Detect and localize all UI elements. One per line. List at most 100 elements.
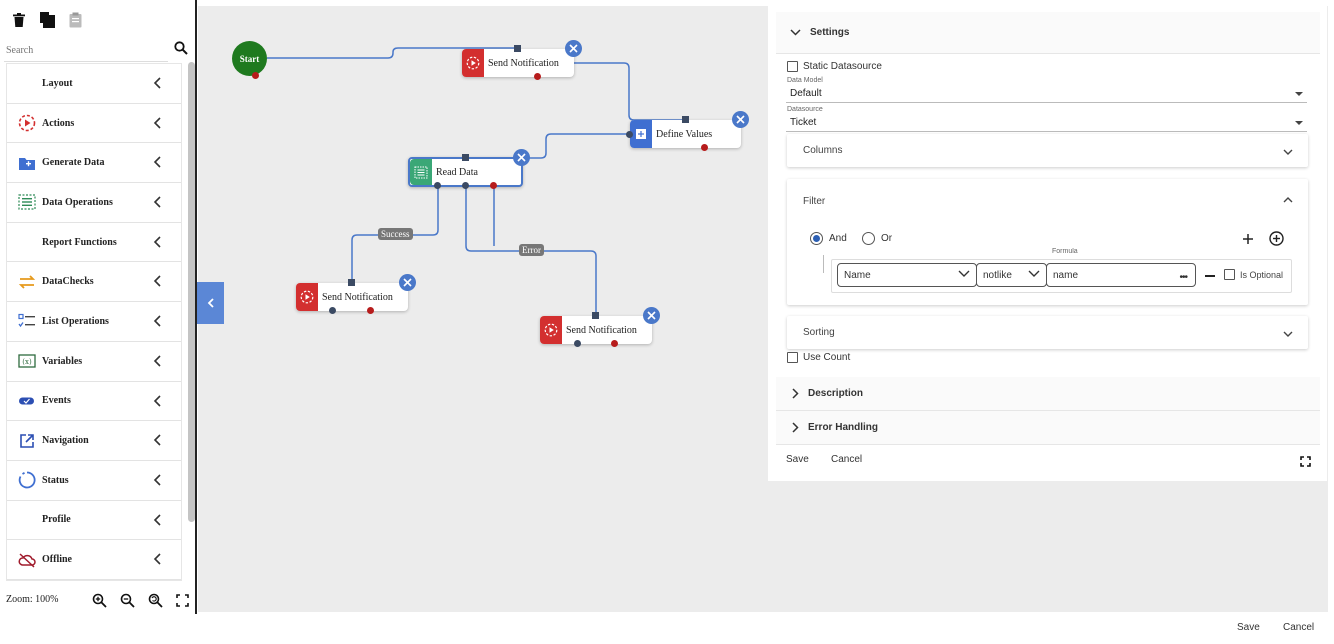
node-output-port[interactable] (611, 340, 618, 347)
close-icon[interactable] (399, 274, 416, 291)
data-model-select[interactable]: Default (786, 85, 1307, 103)
more-icon[interactable]: ••• (1179, 272, 1187, 283)
palette-item-label: Navigation (42, 435, 89, 447)
remove-filter-icon[interactable] (1205, 275, 1215, 277)
palette-item-label: Actions (42, 117, 75, 129)
is-optional-checkbox[interactable] (1224, 269, 1235, 280)
chevron-left-icon (153, 473, 163, 487)
caret-down-icon (1295, 92, 1303, 96)
palette-item-datachecks[interactable]: DataChecks (7, 262, 181, 303)
palette-item-layout[interactable]: Layout (7, 64, 181, 104)
use-count-label: Use Count (803, 352, 851, 363)
palette-item-generate-data[interactable]: Generate Data (7, 143, 181, 184)
node-input-port[interactable] (682, 116, 689, 123)
node-define-values[interactable]: Define Values (630, 120, 741, 148)
static-datasource-checkbox[interactable] (787, 61, 798, 72)
palette-item-data-operations[interactable]: Data Operations (7, 183, 181, 223)
filter-operator-select[interactable]: notlike (976, 263, 1047, 287)
columns-title: Columns (803, 145, 843, 156)
chevron-up-icon[interactable] (1282, 194, 1294, 206)
collapse-palette-button[interactable] (197, 282, 224, 324)
settings-header[interactable]: Settings (776, 12, 1320, 54)
palette-item-label: Layout (42, 77, 73, 89)
zoom-reset-icon[interactable] (146, 591, 164, 609)
palette-item-profile[interactable]: Profile (7, 500, 181, 541)
palette-item-variables[interactable]: (x) Variables (7, 341, 181, 382)
paste-icon[interactable] (66, 10, 84, 30)
node-output-port[interactable] (329, 307, 336, 314)
filter-field-select[interactable]: Name (837, 263, 977, 287)
data-model-value: Default (790, 88, 822, 99)
datasource-value: Ticket (790, 117, 817, 128)
node-input-port[interactable] (514, 45, 521, 52)
node-output-port-success[interactable] (434, 182, 441, 189)
sorting-card[interactable]: Sorting (787, 316, 1308, 349)
palette-scrollbar[interactable] (188, 62, 195, 522)
copy-icon[interactable] (38, 10, 56, 30)
edge-label-success[interactable]: Success (378, 228, 413, 240)
node-send-notification-2[interactable]: Send Notification (296, 283, 408, 311)
or-radio[interactable] (862, 232, 875, 245)
palette-item-actions[interactable]: Actions (7, 103, 181, 144)
footer-save-button[interactable]: Save (1237, 622, 1260, 633)
node-input-port[interactable] (626, 131, 633, 138)
palette-item-navigation[interactable]: Navigation (7, 421, 181, 461)
node-input-port[interactable] (462, 154, 469, 161)
node-input-port[interactable] (592, 312, 599, 319)
palette-search-input[interactable] (4, 40, 168, 62)
node-output-port[interactable] (534, 73, 541, 80)
zoom-in-icon[interactable] (90, 591, 108, 609)
node-output-port-error[interactable] (462, 182, 469, 189)
or-label: Or (881, 233, 893, 244)
use-count-checkbox[interactable] (787, 352, 798, 363)
chevron-down-icon[interactable] (1282, 328, 1294, 340)
palette-item-events[interactable]: Events (7, 381, 181, 422)
node-output-port[interactable] (490, 182, 497, 189)
zoom-out-icon[interactable] (118, 591, 136, 609)
offline-icon (17, 550, 37, 570)
filter-and-option[interactable]: And (810, 232, 847, 245)
search-icon[interactable] (174, 41, 190, 59)
description-section[interactable]: Description (776, 377, 1320, 411)
palette-item-status[interactable]: Status (7, 460, 181, 501)
sorting-title: Sorting (803, 327, 835, 338)
edge-label-error[interactable]: Error (519, 244, 544, 256)
variables-icon: (x) (17, 351, 37, 371)
filter-or-option[interactable]: Or (862, 232, 892, 245)
palette-item-list-operations[interactable]: List Operations (7, 302, 181, 342)
node-output-port[interactable] (367, 307, 374, 314)
node-label: Send Notification (566, 324, 637, 336)
delete-icon[interactable] (10, 10, 28, 30)
close-icon[interactable] (513, 149, 530, 166)
palette-list: Layout Actions Generate Data Data Operat… (6, 63, 182, 581)
panel-save-button[interactable]: Save (786, 454, 809, 465)
node-send-notification-1[interactable]: Send Notification (462, 49, 574, 77)
palette-item-offline[interactable]: Offline (7, 540, 181, 580)
close-icon[interactable] (643, 307, 660, 324)
chevron-left-icon (153, 513, 163, 527)
start-output-port[interactable] (252, 72, 259, 79)
fullscreen-icon[interactable] (1300, 454, 1312, 467)
close-icon[interactable] (732, 111, 749, 128)
node-output-port[interactable] (701, 144, 708, 151)
panel-cancel-button[interactable]: Cancel (831, 454, 863, 465)
error-handling-section[interactable]: Error Handling (776, 411, 1320, 445)
palette-item-label: DataChecks (42, 276, 94, 288)
and-label: And (829, 233, 847, 244)
datasource-select[interactable]: Ticket (786, 114, 1307, 132)
filter-formula-input[interactable]: name ••• (1046, 263, 1196, 287)
start-node[interactable]: Start (232, 41, 267, 76)
palette-item-report-functions[interactable]: Report Functions (7, 222, 181, 263)
node-input-port[interactable] (348, 279, 355, 286)
and-radio[interactable] (810, 232, 823, 245)
plus-icon[interactable] (1242, 232, 1256, 246)
fit-screen-icon[interactable] (173, 591, 191, 609)
close-icon[interactable] (565, 40, 582, 57)
add-circle-icon[interactable] (1269, 231, 1285, 247)
node-output-port[interactable] (574, 340, 581, 347)
footer-cancel-button[interactable]: Cancel (1283, 622, 1315, 633)
columns-card[interactable]: Columns (787, 134, 1308, 167)
node-send-notification-3[interactable]: Send Notification (540, 316, 652, 344)
properties-panel: Settings Static Datasource Data Model De… (768, 6, 1327, 481)
chevron-down-icon[interactable] (1282, 146, 1294, 158)
